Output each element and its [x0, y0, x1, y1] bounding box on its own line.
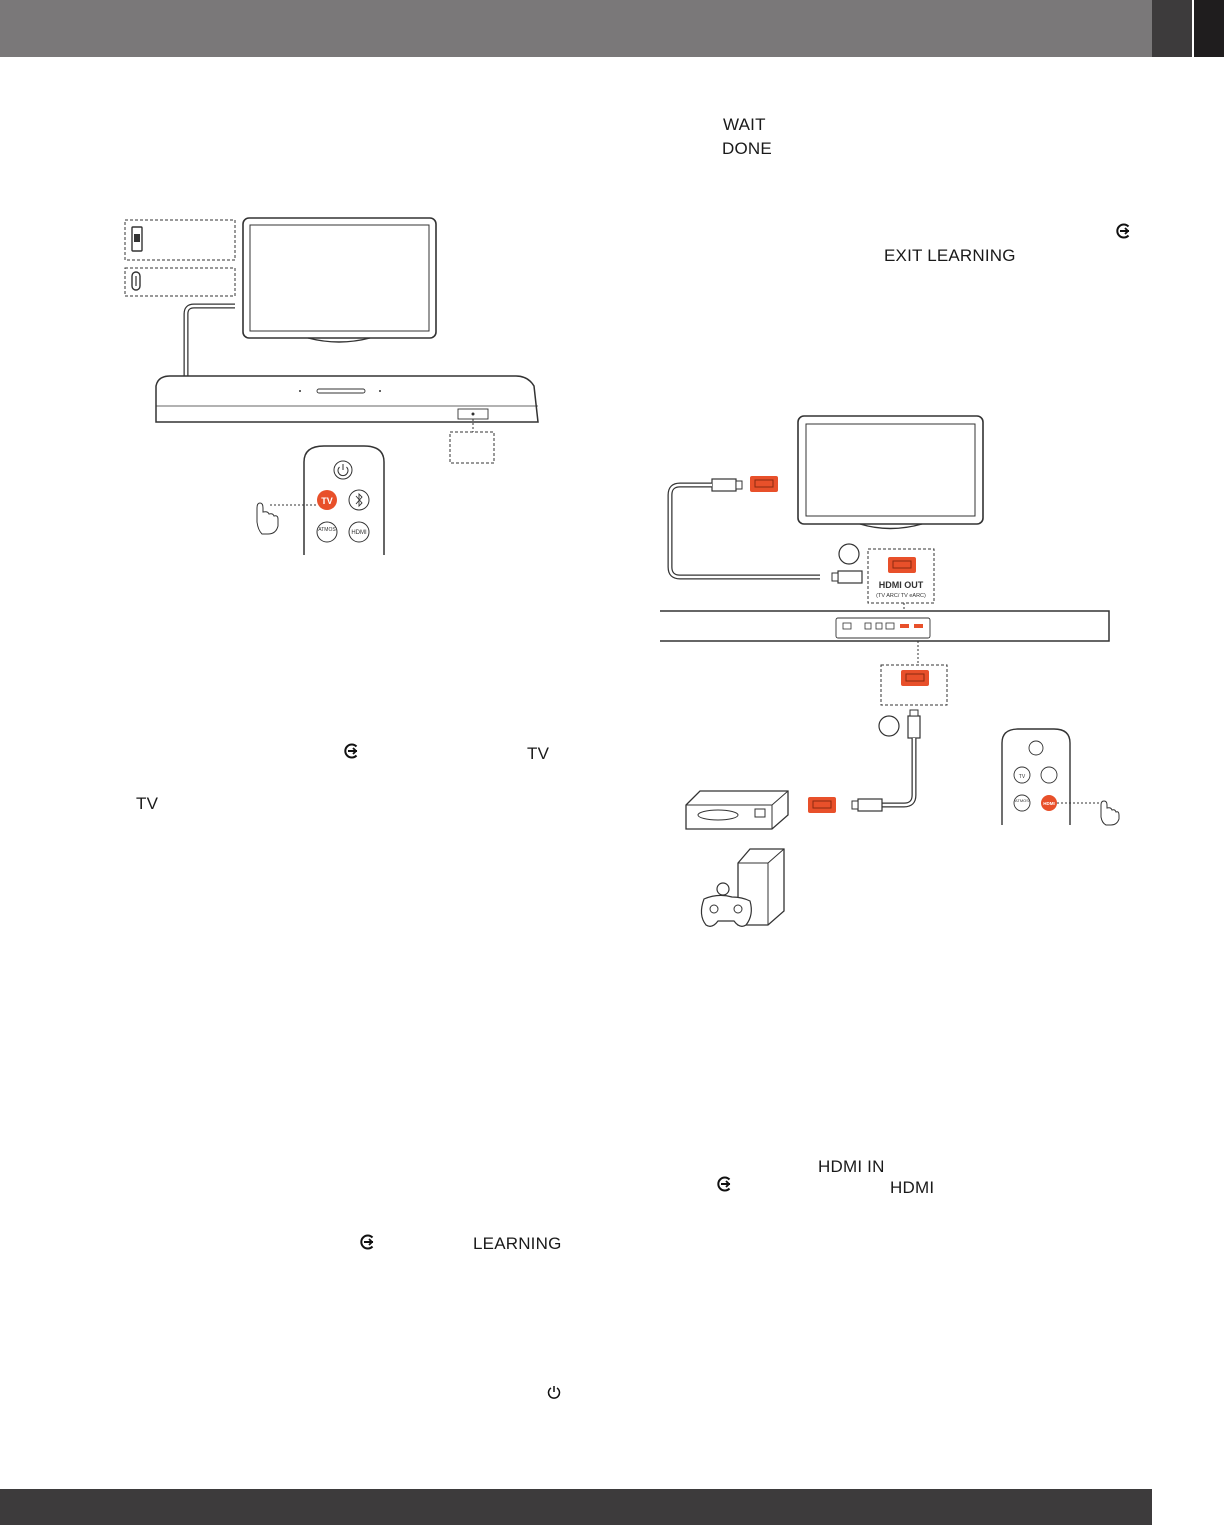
header-bar	[0, 0, 1152, 57]
remote-atmos-button	[316, 521, 338, 543]
hdmi-out-sublabel: (TV ARC/ TV eARC)	[876, 593, 926, 599]
remote-atmos-label: ATMOS	[318, 527, 336, 533]
hdmi-out-callout	[867, 548, 935, 604]
tv-keyword: TV	[136, 794, 159, 813]
remote-hdmi-label: HDMI	[351, 530, 367, 536]
remote-tv-label: TV	[1019, 774, 1026, 780]
soundbar-rear	[660, 610, 1110, 642]
hdmi-connection-illustration: HDMI OUT (TV ARC/ TV eARC)	[660, 415, 1120, 927]
ir-sensor-callout	[449, 431, 495, 464]
game-console-icon	[700, 848, 785, 927]
learning-keyword: LEARNING	[473, 1234, 562, 1253]
header-tab	[1152, 0, 1192, 57]
hand-pointer-icon	[1100, 800, 1120, 826]
tv-soundbar-learning-illustration: TV ATMOS HDMI	[124, 217, 539, 555]
optical-plug-icon	[131, 271, 141, 291]
hdmi-plug-icon	[131, 226, 143, 252]
power-icon	[547, 1386, 561, 1399]
hdmi-plug-icon	[851, 798, 883, 812]
remote-tv-button	[317, 490, 337, 510]
remote-hdmi-button	[1041, 795, 1057, 811]
header-tab-edge	[1194, 0, 1224, 57]
step-marker	[838, 543, 860, 565]
hdmi-in-keyword: HDMI IN	[818, 1157, 885, 1176]
input-source-icon	[344, 743, 358, 759]
wait-keyword: WAIT	[723, 115, 766, 134]
step-marker	[878, 715, 900, 737]
bluray-player-icon	[685, 790, 789, 830]
done-keyword: DONE	[722, 139, 772, 158]
soundbar-outline	[155, 375, 539, 423]
hdmi-port-icon	[888, 557, 916, 573]
remote-tv-label: TV	[321, 496, 333, 506]
hand-pointer-icon	[256, 502, 279, 535]
exit-learning-keyword: EXIT LEARNING	[884, 246, 1016, 265]
hdmi-plug-icon	[711, 478, 743, 492]
remote-hdmi-label: HDMI	[1043, 801, 1055, 806]
footer-bar	[0, 1489, 1152, 1525]
remote-bluetooth-button	[1040, 766, 1058, 784]
remote-power-button	[333, 460, 353, 480]
remote-power-button	[1028, 740, 1044, 756]
remote-atmos-label: ATMOS	[1015, 798, 1029, 803]
remote-tv-button	[1013, 766, 1031, 784]
input-source-icon	[717, 1176, 731, 1192]
remote-bluetooth-button	[348, 489, 370, 511]
hdmi-plug-callout	[124, 219, 236, 261]
optical-plug-callout	[124, 267, 236, 297]
hdmi-port-icon	[750, 476, 778, 492]
tv-outline	[797, 415, 984, 525]
hdmi-plug-icon	[831, 570, 863, 584]
tv-outline	[242, 217, 437, 339]
hdmi-port-icon	[901, 670, 929, 686]
hdmi-port-icon	[808, 797, 836, 813]
hdmi-in-callout	[880, 664, 948, 706]
tv-keyword: TV	[527, 744, 550, 763]
remote-control	[303, 445, 385, 555]
hdmi-plug-icon	[907, 709, 921, 739]
hdmi-out-label: HDMI OUT	[879, 580, 924, 590]
remote-control	[1001, 728, 1071, 825]
input-source-icon	[1116, 223, 1130, 239]
input-source-icon	[360, 1234, 374, 1250]
remote-hdmi-button	[348, 521, 370, 543]
hdmi-keyword: HDMI	[890, 1178, 935, 1197]
remote-atmos-button	[1013, 794, 1031, 812]
